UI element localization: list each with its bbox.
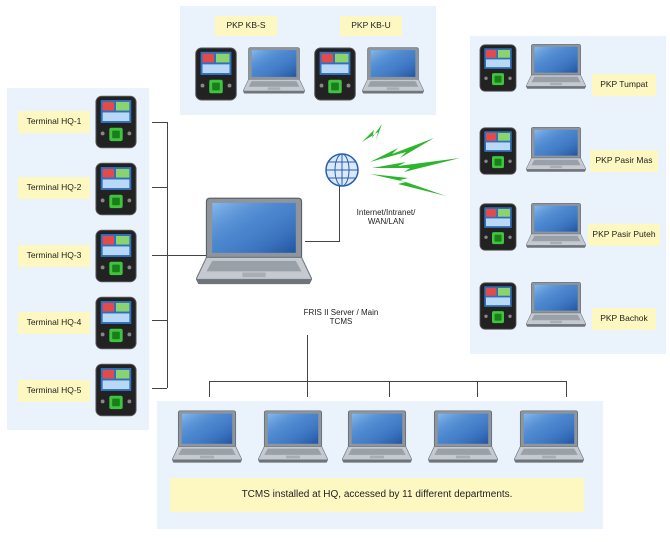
terminal-device-icon [477,44,519,92]
laptop-icon [362,43,424,97]
terminal-link-3 [152,255,167,256]
dept-drop-4 [477,381,478,397]
terminal-device-icon [95,229,137,283]
terminal-device-icon [477,203,519,251]
dept-drop-2 [307,381,308,397]
wireless-signal-icon [362,124,460,196]
terminal-device-icon [194,47,238,101]
site-label-pkp-pasir-puteh: PKP Pasir Puteh [588,224,660,246]
terminal-device-icon [95,95,137,149]
server-to-network-v [339,183,340,242]
network-label-line2: WAN/LAN [367,217,405,227]
network-label: Internet/Intranet/ WAN/LAN [350,208,422,227]
server-label: FRIS II Server / Main TCMS [291,308,391,327]
server-to-network-h [305,241,339,242]
terminal-label-hq-5: Terminal HQ-5 [18,380,90,402]
department-laptop-icon [258,408,328,464]
server-to-departments-v [307,335,308,381]
terminal-device-icon [95,162,137,216]
server-laptop-icon [196,190,312,290]
dept-drop-5 [566,381,567,397]
terminal-label-hq-2: Terminal HQ-2 [18,177,90,199]
dept-drop-3 [389,381,390,397]
site-label-pkp-kb-s: PKP KB-S [215,16,277,36]
terminal-device-icon [477,127,519,175]
terminal-link-5 [152,388,167,389]
departments-caption: TCMS installed at HQ, accessed by 11 dif… [170,478,584,512]
laptop-icon [243,43,305,97]
laptop-icon [526,123,586,175]
department-laptop-icon [172,408,242,464]
laptop-icon [526,40,586,92]
site-label-pkp-tumpat: PKP Tumpat [592,74,656,96]
site-label-pkp-bachok: PKP Bachok [592,308,656,330]
network-label-line1: Internet/Intranet/ [356,208,416,217]
department-laptop-icon [514,408,584,464]
globe-icon [325,153,359,187]
laptop-icon [526,278,586,330]
server-label-line2: TCMS [329,317,353,327]
terminal-device-icon [477,282,519,330]
department-laptop-icon [342,408,412,464]
terminal-link-1 [152,122,167,123]
terminals-to-server-line [167,255,209,256]
terminal-label-hq-1: Terminal HQ-1 [18,111,90,133]
terminal-link-2 [152,187,167,188]
terminal-label-hq-3: Terminal HQ-3 [18,245,90,267]
department-laptop-icon [428,408,498,464]
laptop-icon [526,199,586,251]
terminal-device-icon [95,363,137,417]
server-label-line1: FRIS II Server / Main [303,308,379,317]
dept-drop-1 [209,381,210,397]
terminal-label-hq-4: Terminal HQ-4 [18,312,90,334]
site-label-pkp-kb-u: PKP KB-U [340,16,402,36]
departments-bus [209,381,566,382]
terminal-device-icon [313,47,357,101]
terminal-device-icon [95,296,137,350]
site-label-pkp-pasir-mas: PKP Pasir Mas [590,150,658,172]
terminal-link-4 [152,320,167,321]
